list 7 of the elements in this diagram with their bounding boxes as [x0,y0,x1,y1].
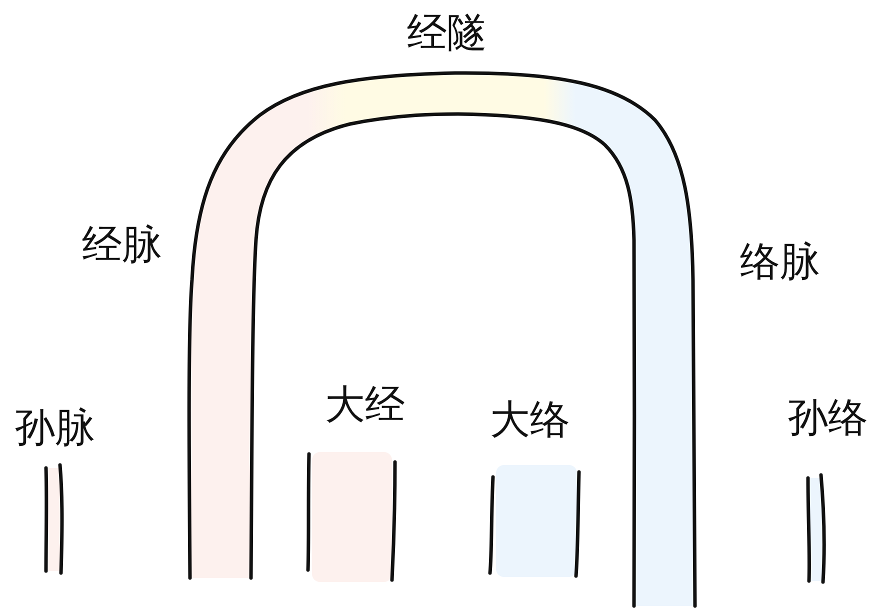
channel-label: 孙脉 [15,408,95,448]
channel-label: 大络 [490,400,570,440]
channel-label: 络脉 [740,242,820,282]
channel-label: 经隧 [407,13,487,53]
channel-label: 孙络 [788,398,868,438]
channel-label: 大经 [325,385,405,425]
channel-label: 经脉 [82,225,162,265]
